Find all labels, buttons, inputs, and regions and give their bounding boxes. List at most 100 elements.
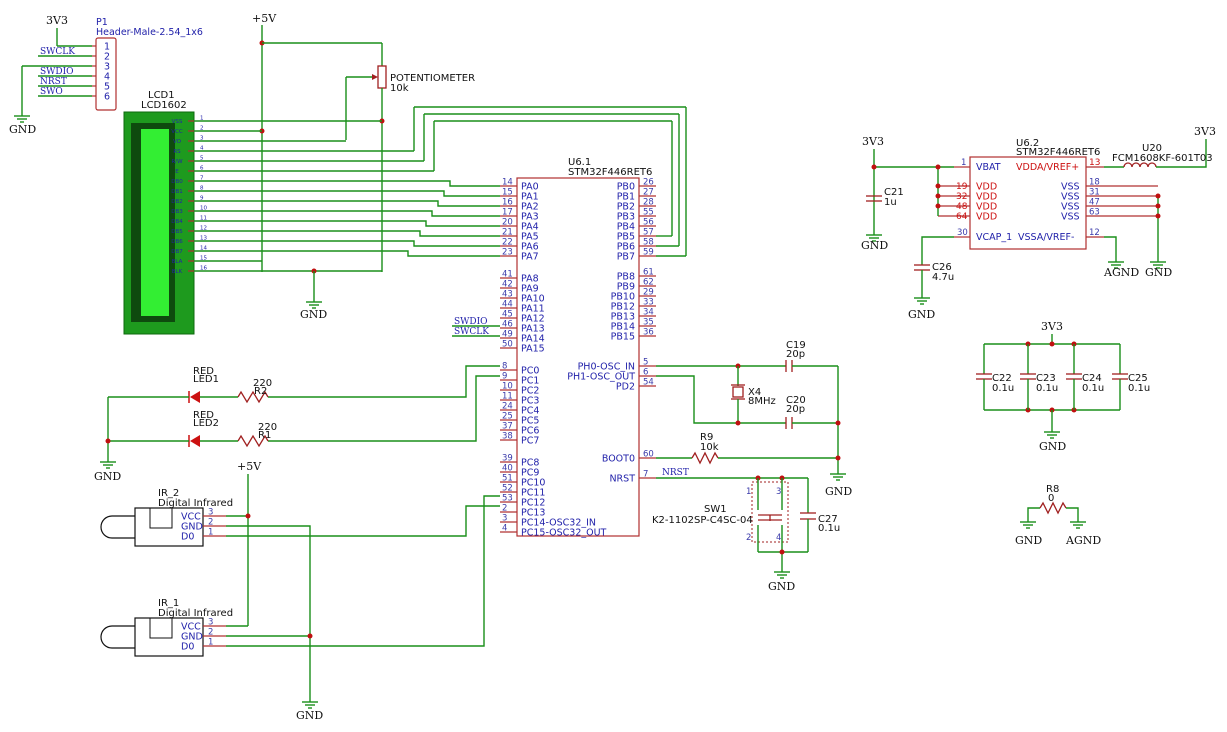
mcu-pin-name: PC10 (521, 478, 545, 489)
lcd-pin-name: E (175, 169, 179, 175)
lcd-pin-num: 16 (200, 266, 207, 272)
mcu-pin-num: 58 (643, 238, 654, 248)
led2-color: RED (193, 410, 214, 421)
mcu-pin-name: PA0 (521, 182, 539, 193)
mcu-pin-num: 45 (502, 310, 513, 320)
mcu-pin-name: PA15 (521, 344, 545, 355)
lcd-ref: LCD1 (148, 90, 175, 101)
r1-value: 220 (258, 422, 277, 433)
resistor-r8[interactable]: R8 0 GND AGND (1015, 484, 1101, 547)
ir2-ref: IR_2 (158, 488, 179, 499)
mcu-pin-name: PC8 (521, 458, 539, 469)
power-label-5v: +5V (237, 460, 262, 473)
sw1-pin-label: 2 (746, 533, 751, 543)
net-label-swdio: SWDIO (454, 317, 488, 327)
mcu-pin-name: PA12 (521, 314, 545, 325)
net-label-nrst: NRST (662, 468, 689, 478)
ir-pin-name: GND (181, 632, 203, 643)
ir1-value: Digital Infrared (158, 608, 233, 619)
lcd-pin-num: 2 (200, 126, 204, 132)
mcu-pin-name: PD2 (616, 382, 635, 393)
potentiometer[interactable]: +5V POTENTIOMETER 10k (252, 12, 475, 272)
lcd1602[interactable]: LCD1 LCD1602 VSS1VCC2VO3RS4R/W5E6DB07DB1… (123, 90, 207, 335)
mcu-pin-num: 52 (502, 484, 513, 494)
r8-value: 0 (1048, 493, 1054, 504)
led-circuit[interactable]: RED LED1 220 R2 RED LED2 220 R1 GND (94, 365, 500, 483)
mcu-pin-num: 60 (643, 450, 654, 460)
ir-pin-num: 2 (208, 628, 213, 638)
mcu-pin-name: PC2 (521, 386, 539, 397)
mcu-pin-num: 9 (502, 372, 507, 382)
lcd-pin-num: 8 (200, 186, 204, 192)
mcu-u6-2[interactable]: 3V3 C21 1u GND U6.2 STM32F446RET6 1 VBAT… (861, 125, 1216, 321)
mcu2-pin-num: 32 (956, 192, 967, 202)
sw1-value: K2-1102SP-C4SC-04 (652, 515, 753, 526)
mcu2-pin-num: 12 (1089, 228, 1100, 238)
mcu-pin-num: 29 (643, 288, 654, 298)
mcu2-pin-name: VDD (976, 192, 997, 203)
mcu-pin-num: 46 (502, 320, 513, 330)
c26-ref: C26 (932, 262, 952, 273)
gnd-symbol (14, 115, 30, 123)
mcu-pin-name: PC4 (521, 406, 539, 417)
gnd-label: GND (1145, 266, 1172, 279)
mcu-pin-num: 17 (502, 208, 513, 218)
reset-switch-sw1[interactable]: NRST 1 3 2 4 SW1 K2-1102SP-C4SC-04 C27 0… (652, 468, 840, 593)
lcd-pin-name: DB5 (171, 229, 183, 235)
net-label-swclk: SWCLK (454, 327, 489, 337)
mcu-pin-name: PA10 (521, 294, 545, 305)
gnd-symbol (1150, 261, 1166, 269)
mcu-pin-num: 37 (502, 422, 513, 432)
mcu-pin-name: PB9 (617, 282, 635, 293)
agnd-label: AGND (1065, 534, 1101, 547)
decap-value: 0.1u (1128, 383, 1150, 394)
led1-ref: LED1 (193, 374, 219, 385)
lcd-pin-name: DB1 (171, 189, 183, 195)
header-value: Header-Male-2.54_1x6 (96, 27, 203, 38)
mcu2-pin-num: 13 (1089, 158, 1100, 168)
crystal-circuit[interactable]: C19 20p X4 8MHz C20 20p R9 10k GND (656, 340, 852, 498)
power-label-3v3: 3V3 (1194, 125, 1216, 138)
mcu-pin-num: 3 (502, 514, 507, 524)
lcd-pin-name: DB7 (171, 249, 183, 255)
mcu-pin-num: 54 (643, 378, 654, 388)
lcd-pin-name: VSS (172, 119, 183, 125)
ir-pin-num: 1 (208, 638, 213, 648)
mcu2-pin-num: 63 (1089, 208, 1100, 218)
mcu-pin-num: 16 (502, 198, 513, 208)
lcd-pin-name: RS (173, 149, 181, 155)
u20-ref: U20 (1142, 143, 1162, 154)
pot-label: POTENTIOMETER (390, 73, 475, 84)
lcd-pin-name: DB0 (171, 179, 183, 185)
mcu-pin-name: PA8 (521, 274, 539, 285)
gnd-symbol (1044, 431, 1060, 439)
mcu2-pin-num: 18 (1089, 178, 1100, 188)
gnd-symbol (830, 473, 846, 481)
ir-pin-name: D0 (181, 532, 194, 543)
mcu-pin-num: 51 (502, 474, 513, 484)
mcu-pin-num: 44 (502, 300, 513, 310)
mcu-pin-name: PC12 (521, 498, 545, 509)
mcu2-pin-num: 64 (956, 212, 968, 222)
gnd-symbol (866, 234, 882, 242)
mcu-pin-num: 22 (502, 238, 513, 248)
mcu-pin-name: PA1 (521, 192, 539, 203)
mcu-pin-num: 34 (643, 308, 654, 318)
lcd-pin-num: 3 (200, 136, 204, 142)
header-pin-label: 1 (104, 42, 110, 53)
mcu-pin-name: PC15-OSC32_OUT (521, 528, 607, 539)
mcu-pin-num: 36 (643, 328, 654, 338)
sw1-pin-label: 4 (776, 533, 781, 543)
lcd-pin-num: 4 (200, 146, 204, 152)
decap-ref: C25 (1128, 373, 1148, 384)
decap-value: 0.1u (1036, 383, 1058, 394)
mcu-pin-name: PB0 (617, 182, 635, 193)
led1-color: RED (193, 366, 214, 377)
gnd-label: GND (1015, 534, 1042, 547)
